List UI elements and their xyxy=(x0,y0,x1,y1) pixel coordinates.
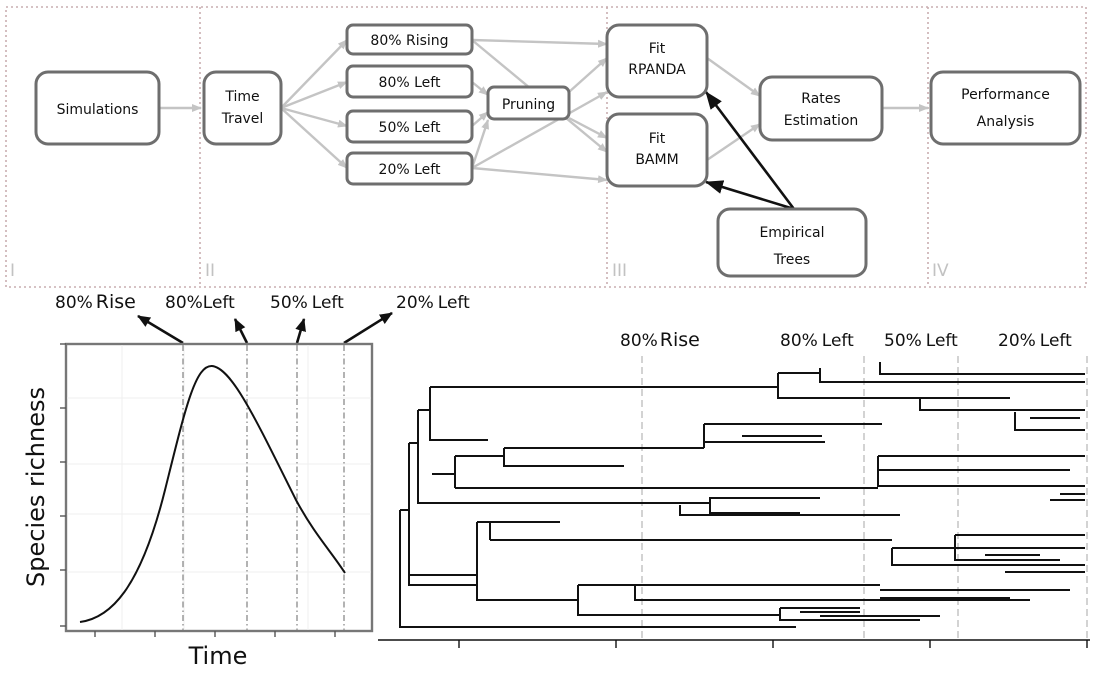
fit-rpanda-label-line1: Fit xyxy=(649,41,666,57)
workflow-panels: I II III IV xyxy=(5,6,1087,288)
curve-xlabel: Time xyxy=(188,642,248,670)
fit-rpanda-box: Fit RPANDA xyxy=(605,23,709,99)
tree-label-left20: 20%Left xyxy=(998,331,1072,351)
rates-estimation-box: Rates Estimation xyxy=(758,75,884,142)
curve-label-rise80: 80%Rise xyxy=(55,291,136,313)
performance-analysis-box: Performance Analysis xyxy=(929,70,1082,146)
performance-label-line1: Performance xyxy=(961,87,1050,103)
curve-label-left50: 50%Left xyxy=(270,293,344,313)
simulations-box: Simulations xyxy=(34,70,161,146)
phylogeny xyxy=(399,362,1085,628)
performance-label-line2: Analysis xyxy=(977,114,1035,130)
time-travel-label-line2: Travel xyxy=(221,111,264,127)
fit-rpanda-label-line2: RPANDA xyxy=(628,62,686,78)
panel-label-1: I xyxy=(10,261,15,281)
tree-label-left80: 80%Left xyxy=(780,331,854,351)
left50-label: 50% Left xyxy=(379,120,441,136)
left80-box: 80% Left xyxy=(345,64,474,99)
pruning-label: Pruning xyxy=(502,97,555,113)
curve-label-left80: 80%Left xyxy=(165,293,235,313)
curve-label-left20: 20%Left xyxy=(396,293,470,313)
fit-bamm-label-line2: BAMM xyxy=(635,152,678,168)
empirical-arrows xyxy=(704,91,796,211)
rates-label-line2: Estimation xyxy=(784,113,859,129)
fit-bamm-label-line1: Fit xyxy=(649,131,666,147)
empirical-label-line2: Trees xyxy=(773,252,810,268)
time-travel-box: Time Travel xyxy=(202,70,283,146)
tree-panel: 80%Rise 80%Left 50%Left 20%Left xyxy=(378,329,1090,648)
pruning-box: Pruning xyxy=(486,85,571,121)
panel-label-3: III xyxy=(612,261,627,281)
panel-label-4: IV xyxy=(932,261,949,281)
richness-curve xyxy=(79,364,346,623)
panel-label-2: II xyxy=(205,261,215,281)
simulations-label: Simulations xyxy=(57,102,139,118)
left80-label: 80% Left xyxy=(379,75,441,91)
empirical-trees-box: Empirical Trees xyxy=(716,207,868,278)
tree-label-rise80: 80%Rise xyxy=(620,329,700,351)
panel-frame xyxy=(5,6,1087,288)
fit-bamm-box: Fit BAMM xyxy=(605,112,709,188)
rates-label-line1: Rates xyxy=(801,91,840,107)
time-travel-label-line1: Time xyxy=(224,89,259,105)
left50-box: 50% Left xyxy=(345,109,474,144)
curve-panel: 80%Rise 80%Left 50%Left 20%Left xyxy=(22,291,470,670)
rising80-label: 80% Rising xyxy=(370,33,448,49)
tree-label-left50: 50%Left xyxy=(884,331,958,351)
curve-frame xyxy=(64,342,374,633)
empirical-label-line1: Empirical xyxy=(759,225,824,241)
curve-ylabel: Species richness xyxy=(22,387,50,587)
left20-label: 20% Left xyxy=(379,162,441,178)
left20-box: 20% Left xyxy=(345,151,474,186)
rising80-box: 80% Rising xyxy=(345,23,474,56)
